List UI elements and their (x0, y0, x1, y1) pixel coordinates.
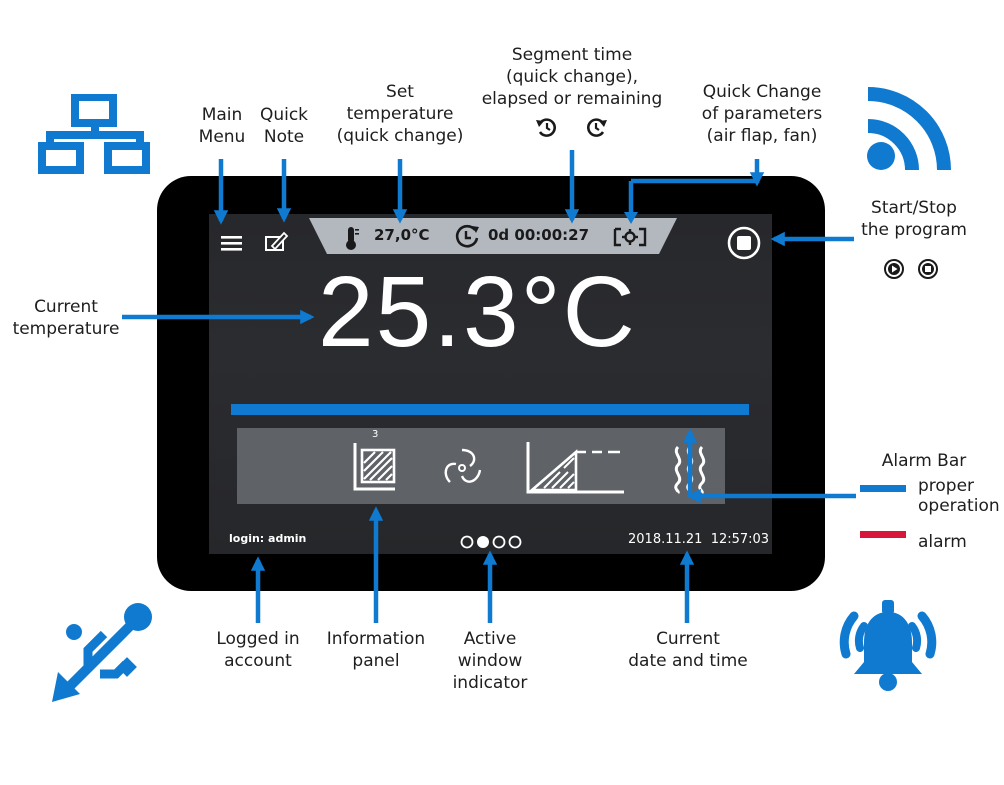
stop-icon[interactable] (727, 226, 761, 260)
play-icon (884, 259, 904, 279)
settings-icon[interactable] (613, 227, 647, 247)
bell-alarm-icon (839, 600, 937, 691)
panel-badge: 3 (372, 429, 379, 440)
page-dot (492, 535, 506, 549)
login-label: login: admin (229, 532, 307, 545)
current-temperature-value: 25.3°C (318, 256, 637, 368)
top-status-bar (309, 218, 677, 254)
stop-small-icon (918, 259, 938, 279)
set-temperature-value[interactable]: 27,0°C (374, 226, 430, 244)
page-dot (508, 535, 522, 549)
usb-icon (52, 603, 152, 702)
segment-time-value[interactable]: 0d 00:00:27 (488, 226, 590, 244)
legend-swatch-alarm (860, 531, 906, 538)
wifi-icon (867, 87, 951, 171)
alarm-bar-label: Alarm Bar (881, 451, 967, 471)
alarm-bar (231, 404, 749, 415)
segment-time-label: Segment time(quick change),elapsed or re… (481, 45, 663, 109)
network-icon (38, 94, 150, 174)
clock-icon[interactable] (453, 224, 481, 250)
page-dot-active (477, 536, 489, 548)
information-panel[interactable] (237, 428, 725, 504)
page-indicator[interactable] (460, 534, 524, 550)
legend-label-alarm: alarm (918, 532, 967, 552)
legend-swatch-proper (860, 485, 906, 492)
note-icon[interactable] (264, 230, 290, 252)
ramp-icon (526, 442, 624, 494)
elapsed-time-icon (536, 118, 556, 137)
datetime-label: 2018.11.21 12:57:03 (628, 532, 770, 547)
page-dot (460, 535, 474, 549)
fan-icon (444, 448, 482, 483)
door-icon (353, 443, 396, 491)
thermometer-icon[interactable] (343, 225, 361, 251)
menu-icon[interactable] (221, 234, 243, 252)
remaining-time-icon (587, 118, 607, 137)
